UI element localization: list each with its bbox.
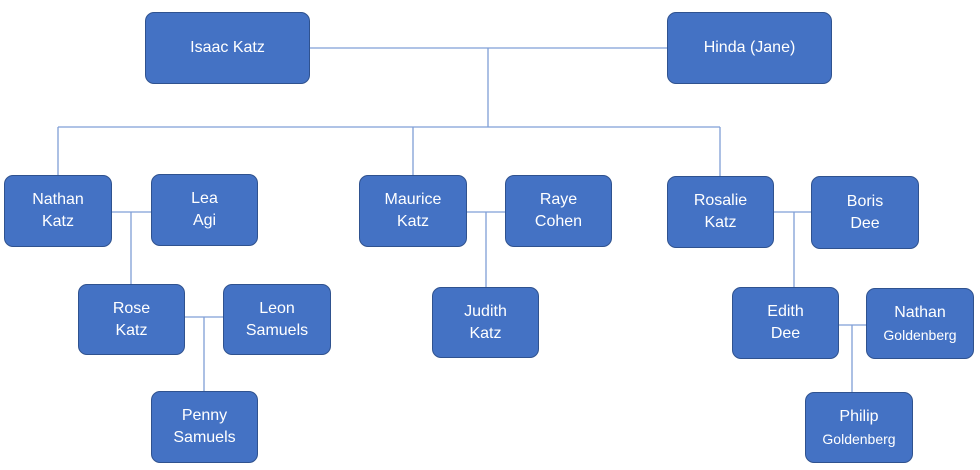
person-last-name: Cohen (534, 213, 583, 230)
person-box-raye-cohen: Raye Cohen (505, 175, 612, 247)
person-last-name: Katz (115, 321, 148, 339)
person-box-lea-agi: Lea Agi (151, 174, 258, 246)
person-first-name: Rosalie (693, 192, 748, 209)
person-box-philip-goldenberg: Philip Goldenberg (805, 392, 913, 463)
person-box-leon-samuels: Leon Samuels (223, 284, 331, 355)
person-first-name: Judith (464, 302, 507, 320)
person-box-edith-dee: Edith Dee (732, 287, 839, 359)
person-last-name: Samuels (245, 321, 309, 339)
person-last-name: Goldenberg (883, 326, 957, 343)
person-last-name: Dee (850, 214, 880, 232)
person-box-judith-katz: Judith Katz (432, 287, 539, 358)
person-last-name: Agi (192, 212, 217, 229)
person-last-name: Katz (41, 213, 74, 230)
person-box-nathan-goldenberg: Nathan Goldenberg (866, 288, 974, 359)
person-first-name: Maurice (384, 191, 442, 208)
person-first-name: Boris (846, 192, 884, 210)
person-first-name: Rose (112, 299, 151, 317)
person-first-name: Nathan (894, 303, 946, 321)
person-last-name: Katz (469, 324, 502, 342)
person-last-name: Goldenberg (822, 430, 896, 447)
person-name: Isaac Katz (190, 39, 265, 56)
person-first-name: Raye (539, 191, 578, 208)
person-box-boris-dee: Boris Dee (811, 176, 919, 249)
person-last-name: Samuels (173, 429, 236, 446)
person-last-name: Katz (396, 213, 429, 230)
person-first-name: Leon (259, 299, 295, 317)
person-box-penny-samuels: Penny Samuels (151, 391, 258, 463)
person-first-name: Penny (181, 407, 228, 424)
person-last-name: Katz (704, 214, 737, 231)
person-name: Hinda (Jane) (703, 39, 796, 56)
person-box-hinda-jane: Hinda (Jane) (667, 12, 832, 84)
person-box-rose-katz: Rose Katz (78, 284, 185, 355)
person-last-name: Dee (770, 325, 801, 342)
person-box-nathan-katz: Nathan Katz (4, 175, 112, 247)
person-first-name: Edith (767, 303, 804, 320)
person-first-name: Philip (839, 407, 879, 425)
person-first-name: Nathan (32, 191, 84, 208)
person-first-name: Lea (191, 190, 218, 207)
person-box-rosalie-katz: Rosalie Katz (667, 176, 774, 248)
person-box-isaac-katz: Isaac Katz (145, 12, 310, 84)
person-box-maurice-katz: Maurice Katz (359, 175, 467, 247)
